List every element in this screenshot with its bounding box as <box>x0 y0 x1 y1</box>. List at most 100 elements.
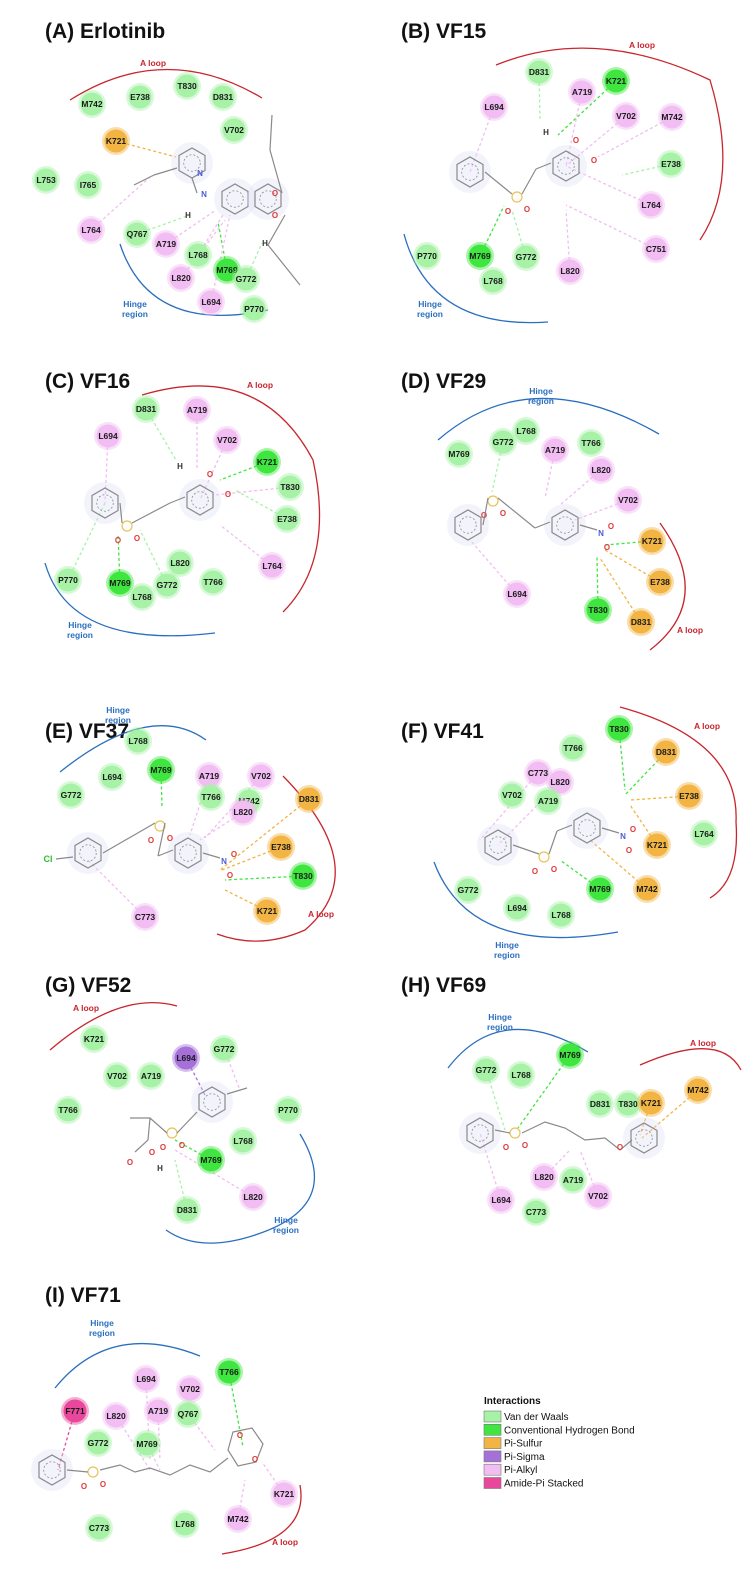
residue-l820: L820 <box>229 798 257 826</box>
residue-label: L768 <box>233 1136 253 1146</box>
residue-disc <box>56 568 80 592</box>
residue-disc <box>86 1431 110 1455</box>
interaction-pialkyl <box>479 772 539 841</box>
residue-disc <box>149 758 173 782</box>
residue-disc <box>505 582 529 606</box>
residue-a719: A719 <box>195 762 223 790</box>
residue-label: K721 <box>257 457 278 467</box>
residue-label: E738 <box>661 159 681 169</box>
residue-disc <box>527 60 551 84</box>
ring-halo <box>566 807 608 849</box>
region-label: region <box>122 309 148 319</box>
residue-l694: L694 <box>480 93 508 121</box>
interaction-pisulfur <box>641 1089 699 1139</box>
residue-t830: T830 <box>173 72 201 100</box>
residue-label: Q767 <box>178 1409 199 1419</box>
atom-o: O <box>237 1431 243 1440</box>
legend-item-pi-alkyl: Pi-Alkyl <box>483 1463 537 1476</box>
residue-disc <box>211 85 235 109</box>
region-arc-a-loop <box>69 68 263 101</box>
atom-o: O <box>225 490 231 499</box>
residue-disc <box>146 1399 170 1423</box>
legend-label: Pi-Sigma <box>504 1452 545 1463</box>
residue-label: C773 <box>528 768 549 778</box>
region-label: Hinge <box>274 1215 298 1225</box>
residue-label: A719 <box>141 1071 162 1081</box>
residue-d831: D831 <box>132 395 160 423</box>
residue-label: V702 <box>217 435 237 445</box>
legend-item-pi-sigma: Pi-Sigma <box>483 1450 545 1463</box>
ligand-ring-a <box>456 156 484 188</box>
residue-l820: L820 <box>530 1163 558 1191</box>
atom-o: O <box>522 1141 528 1150</box>
residue-e738: E738 <box>273 505 301 533</box>
ring-halo <box>459 1112 501 1154</box>
residue-e738: E738 <box>267 833 295 861</box>
residue-label: E738 <box>650 577 670 587</box>
residue-disc <box>558 1043 582 1067</box>
residue-label: T830 <box>293 871 313 881</box>
residue-label: L694 <box>491 1195 511 1205</box>
residue-t766: T766 <box>577 429 605 457</box>
interaction-pialkyl <box>146 1443 161 1471</box>
region-arc-hinge-region <box>433 861 619 939</box>
residue-g772: G772 <box>232 265 260 293</box>
region-label: A loop <box>690 1038 716 1048</box>
residue-label: M769 <box>589 884 611 894</box>
bond <box>494 1129 511 1134</box>
residue-label: G772 <box>61 790 82 800</box>
residue-disc <box>226 1507 250 1531</box>
atom-n: N <box>598 529 604 538</box>
residue-label: M769 <box>136 1439 158 1449</box>
atom-o: O <box>630 825 636 834</box>
residue-label: M742 <box>227 1514 249 1524</box>
bond <box>119 502 123 524</box>
residue-t766: T766 <box>215 1358 243 1386</box>
bond <box>102 822 156 854</box>
residue-l764: L764 <box>637 191 665 219</box>
residue-p770: P770 <box>274 1096 302 1124</box>
residue-t830: T830 <box>614 1090 642 1118</box>
residue-label: A719 <box>545 445 566 455</box>
residue-disc <box>82 1027 106 1051</box>
ligand-ring-b <box>186 484 214 516</box>
residue-m769: M769 <box>133 1430 161 1458</box>
residue-a719: A719 <box>541 436 569 464</box>
residue-disc <box>648 570 672 594</box>
residue-disc <box>133 905 157 929</box>
residue-label: A719 <box>148 1406 169 1416</box>
interaction-pialkyl <box>469 539 518 595</box>
residue-m769: M769 <box>197 1146 225 1174</box>
bond <box>66 1469 89 1473</box>
interaction-pialkyl <box>565 165 652 206</box>
panel-title: (E) VF37 <box>45 720 129 743</box>
residue-disc <box>640 529 664 553</box>
residue-label: G772 <box>214 1044 235 1054</box>
residue-v702: V702 <box>213 426 241 454</box>
residue-label: G772 <box>236 274 257 284</box>
legend-swatch <box>483 1450 502 1463</box>
residue-label: V702 <box>107 1071 127 1081</box>
ligand-ring-a <box>454 509 482 541</box>
residue-t766: T766 <box>197 783 225 811</box>
residue-disc <box>222 118 246 142</box>
residue-t830: T830 <box>276 473 304 501</box>
residue-k721: K721 <box>270 1480 298 1508</box>
region-label: Hinge <box>495 940 519 950</box>
residue-label: L820 <box>243 1192 263 1202</box>
residue-label: E738 <box>277 514 297 524</box>
residue-a719: A719 <box>144 1397 172 1425</box>
residue-label: M742 <box>238 796 260 806</box>
residue-label: T830 <box>618 1099 638 1109</box>
region-arc-hinge-region <box>447 1028 589 1069</box>
residue-d831: D831 <box>209 83 237 111</box>
residue-m769: M769 <box>586 875 614 903</box>
residue-label: C751 <box>646 244 667 254</box>
residue-disc <box>500 783 524 807</box>
residue-t766: T766 <box>559 734 587 762</box>
residue-l768: L768 <box>479 267 507 295</box>
